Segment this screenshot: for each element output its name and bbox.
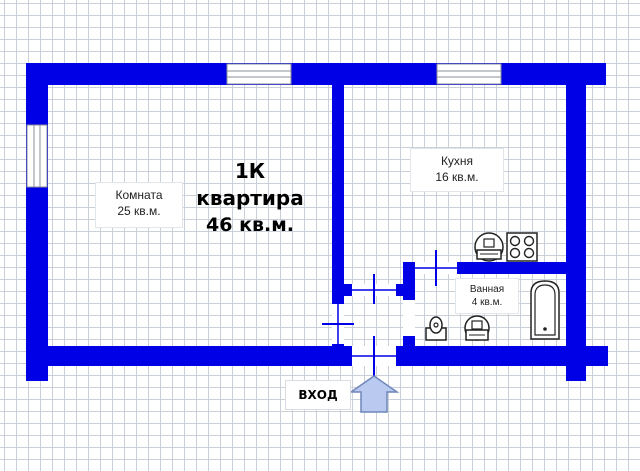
apartment-type: 1К bbox=[234, 159, 266, 183]
room-name: Кухня bbox=[440, 154, 474, 168]
door-kitchen bbox=[415, 250, 457, 286]
wall-left bbox=[26, 63, 48, 381]
toilet-icon bbox=[425, 316, 447, 341]
door-hall-top bbox=[352, 274, 396, 304]
wall-top bbox=[26, 63, 606, 85]
entrance-label: ВХОД bbox=[285, 380, 351, 410]
apartment-area: 46 кв.м. bbox=[206, 214, 294, 236]
boiler-icon bbox=[474, 232, 504, 262]
door-room bbox=[322, 304, 354, 344]
wall-bottom bbox=[26, 346, 608, 366]
door-bath bbox=[403, 300, 415, 336]
room-name: Ванная bbox=[469, 284, 505, 295]
room-label-kitchen: Кухня 16 кв.м. bbox=[410, 148, 504, 192]
room-area: 16 кв.м. bbox=[435, 170, 479, 184]
apartment-title: 1К квартира 46 кв.м. bbox=[190, 158, 310, 239]
door-entrance bbox=[352, 336, 396, 376]
window-room-top bbox=[226, 63, 292, 85]
stove-icon bbox=[506, 232, 538, 262]
entrance-text: ВХОД bbox=[298, 388, 338, 402]
room-label-living: Комната 25 кв.м. bbox=[95, 182, 183, 228]
entry-arrow-icon bbox=[348, 375, 400, 413]
door-openings bbox=[322, 250, 457, 376]
wall-room-kitchen bbox=[332, 85, 344, 346]
window-kitchen-top bbox=[436, 63, 502, 85]
apartment-kind: квартира bbox=[196, 186, 304, 210]
room-area: 25 кв.м. bbox=[117, 204, 161, 218]
room-name: Комната bbox=[115, 188, 163, 202]
windows bbox=[26, 63, 502, 188]
room-label-bathroom: Ванная 4 кв.м. bbox=[455, 278, 519, 314]
wall-right bbox=[566, 63, 586, 381]
bathtub-icon bbox=[530, 280, 560, 340]
sink-icon bbox=[464, 315, 490, 341]
room-area: 4 кв.м. bbox=[471, 297, 503, 308]
window-room-left bbox=[26, 124, 48, 188]
